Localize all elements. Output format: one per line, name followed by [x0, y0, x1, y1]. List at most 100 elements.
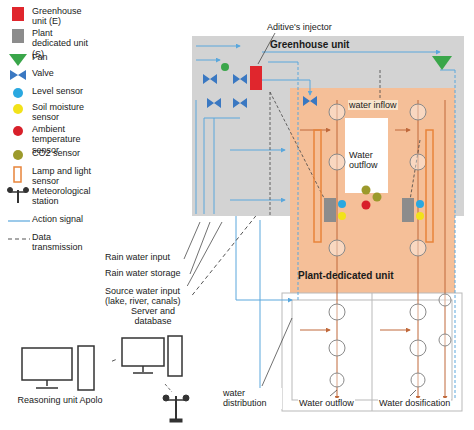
- node-label: Plant-dedicated unit: [298, 270, 448, 282]
- server-icon: [122, 338, 164, 366]
- server-icon: [142, 366, 144, 372]
- plant-unit-sensor: [416, 212, 424, 220]
- legend-item: Fan: [6, 52, 94, 70]
- legend-text: Level sensor: [32, 86, 94, 96]
- legend-swatch: [6, 148, 32, 166]
- plant-pot: [329, 240, 345, 256]
- water-pipe: [196, 46, 455, 400]
- legend-text: Greenhouse unit (E): [32, 6, 94, 27]
- plant-unit-sensor: [362, 186, 371, 195]
- data-transmission-line: [184, 216, 256, 306]
- pipe-grid: [282, 293, 462, 411]
- water-pipe: [196, 60, 220, 61]
- legend-item: Greenhouse unit (E): [6, 6, 94, 27]
- plant-pot: [329, 104, 451, 387]
- level-sensor: [221, 63, 229, 71]
- region-fill: [290, 88, 455, 293]
- lamp-light-sensor: [314, 130, 321, 242]
- meteorological-station-icon: [163, 395, 169, 401]
- plant-unit-sensor: [373, 193, 382, 202]
- water-pipe: [310, 80, 311, 95]
- callout-label: Water outflow: [348, 150, 388, 171]
- legend-symbol: [9, 54, 27, 66]
- legend-symbol: [13, 88, 23, 98]
- greenhouse-unit-region: Greenhouse unit: [192, 36, 464, 216]
- legend-symbol: [13, 126, 23, 136]
- legend-text: Data transmission: [32, 232, 94, 253]
- legend-text: Meteorological station: [32, 186, 94, 207]
- legend-swatch: [6, 102, 32, 120]
- legend-item: Level sensor: [6, 86, 94, 104]
- plant-pot: [439, 334, 451, 346]
- server-icon: [133, 372, 153, 374]
- water-pipe: [196, 46, 240, 47]
- water-pipe: [262, 80, 310, 81]
- meteorological-station-icon: [183, 395, 189, 401]
- water-pipe: [236, 300, 292, 301]
- plant-unit-sensor: [324, 198, 336, 222]
- callout-label: Source water input (lake, river, canals): [104, 286, 192, 307]
- water-pipe: [196, 100, 197, 214]
- leader-line: [330, 390, 337, 396]
- callout-label: water inflow: [348, 100, 398, 110]
- outflow-arrow: [380, 330, 410, 331]
- outflow-arrow: [395, 130, 410, 131]
- pipe-grid: [282, 293, 462, 411]
- region-fill: [345, 118, 388, 193]
- plant-unit-sensor: [416, 200, 424, 208]
- callout-label: Water outflow: [298, 398, 355, 408]
- node-label: Reasoning unit Apolo: [8, 395, 112, 405]
- reasoning-unit-node: Reasoning unit Apolo: [8, 346, 112, 420]
- plant-pot: [439, 294, 451, 306]
- data-transmission-line: [112, 359, 118, 362]
- legend-symbol: [12, 29, 24, 43]
- server-node: Server and database: [118, 306, 188, 382]
- computer-icon: [36, 387, 58, 389]
- computer-icon: [22, 348, 72, 380]
- legend-swatch: [6, 68, 32, 86]
- plant-unit-sensor: [362, 201, 371, 210]
- plant-unit-sensor: [402, 198, 414, 222]
- computer-icon: [78, 346, 94, 390]
- water-pipe: [214, 118, 215, 214]
- legend-swatch: [6, 214, 32, 232]
- legend-swatch: [6, 28, 32, 46]
- legend-swatch: [6, 86, 32, 104]
- callout-label: Rain water input: [104, 252, 171, 262]
- water-pipe: [204, 118, 240, 119]
- water-pipe: [262, 52, 440, 53]
- valve-symbol: [203, 74, 217, 84]
- legend-symbol: [13, 104, 23, 114]
- legend-text: CO2 sensor: [32, 148, 94, 158]
- callout-label: Rain water storage: [104, 268, 182, 278]
- valve-symbol: [233, 98, 247, 108]
- legend-swatch: [6, 124, 32, 142]
- legend-item: Action signal: [6, 214, 94, 232]
- outflow-arrow: [300, 330, 330, 331]
- legend-swatch: [6, 52, 32, 70]
- lamp-light-sensor: [314, 130, 433, 242]
- leader-line: [262, 318, 292, 386]
- water-pipe: [230, 200, 285, 201]
- legend-swatch: [6, 186, 32, 204]
- plant-pot: [410, 154, 426, 170]
- legend-item: Soil moisture sensor: [6, 102, 94, 123]
- server-icon: [168, 336, 182, 376]
- legend-symbol: [13, 150, 23, 160]
- legend-swatch: [6, 166, 32, 184]
- data-line: [270, 92, 271, 215]
- plant-pot: [411, 373, 425, 387]
- water-pipe: [440, 70, 455, 71]
- computer-icon: [22, 346, 94, 390]
- water-pipe: [204, 118, 205, 214]
- plant-pot: [329, 154, 345, 170]
- water-pipe: [268, 62, 298, 63]
- legend-text: Lamp and light sensor: [32, 166, 94, 187]
- meteorological-station-icon: [163, 395, 189, 422]
- leader-line: [190, 222, 210, 274]
- legend-item: Data transmission: [6, 232, 94, 253]
- legend-text: Action signal: [32, 214, 94, 224]
- plant-pot: [410, 104, 426, 120]
